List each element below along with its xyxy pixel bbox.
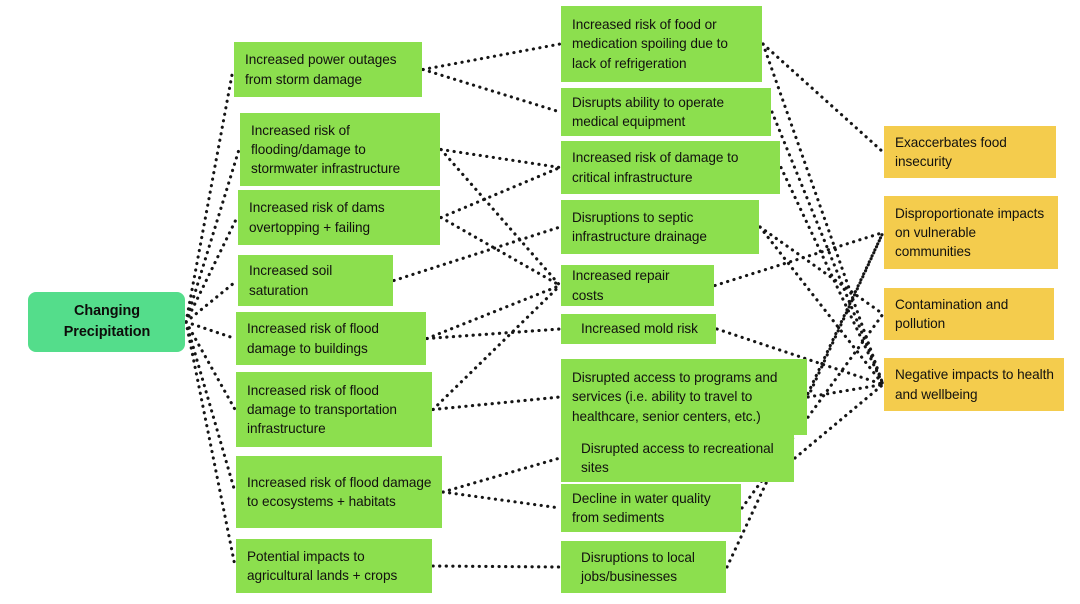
- node-label: Increased risk of damage to critical inf…: [572, 150, 739, 185]
- edge-c1n2-to-c2n3: [439, 147, 562, 170]
- edge-root-to-c1n6: [184, 320, 237, 412]
- edge-c1n5-to-c2n6: [425, 327, 562, 341]
- node-label: Disruptions to local jobs/businesses: [581, 549, 695, 584]
- node-c2-disrupted-access-to-recreational-sites[interactable]: Disrupted access to recreational sites: [561, 434, 794, 482]
- edge-root-to-c1n4: [184, 278, 239, 324]
- node-label: Decline in water quality from sediments: [572, 490, 711, 525]
- edge-root-to-c1n3: [184, 215, 239, 324]
- node-label: Increased risk of flooding/damage to sto…: [251, 122, 401, 177]
- node-c3-negative-impacts-to-health-and-wellbeing[interactable]: Negative impacts to health and wellbeing: [884, 358, 1064, 411]
- node-c1-increased-risk-of-flood-damage-to-transportation-inf[interactable]: Increased risk of flood damage to transp…: [236, 372, 432, 447]
- edge-c1n7-to-c2n8: [441, 456, 562, 494]
- root-label-line-2: Precipitation: [63, 324, 151, 340]
- node-label: Increased soil saturation: [249, 263, 333, 298]
- node-label: Increased risk of flood damage to ecosys…: [247, 474, 432, 509]
- edge-c2n2-to-c3n4: [770, 110, 885, 387]
- node-c2-increased-mold-risk[interactable]: Increased mold risk: [561, 314, 716, 344]
- node-c3-contamination-and-pollution[interactable]: Contamination and pollution: [884, 288, 1054, 340]
- edge-c2n4-to-c3n3: [758, 225, 885, 316]
- edge-c1n1-to-c2n2: [421, 67, 562, 114]
- edge-c2n1-to-c3n1: [761, 42, 885, 154]
- node-label: Increased mold risk: [581, 321, 698, 337]
- node-c2-disrupts-ability-to-operate-medical-equipment[interactable]: Disrupts ability to operate medical equi…: [561, 88, 771, 136]
- edge-root-to-c1n2: [184, 147, 241, 324]
- node-c1-increased-risk-of-flood-damage-to-buildings[interactable]: Increased risk of flood damage to buildi…: [236, 312, 426, 365]
- node-label: Exaccerbates food insecurity: [895, 134, 1007, 169]
- node-c1-increased-soil-saturation[interactable]: Increased soil saturation: [238, 255, 393, 306]
- node-c2-disrupted-access-to-programs-and-services-i-e-abilit[interactable]: Disrupted access to programs and service…: [561, 359, 807, 435]
- node-label: Increased risk of dams overtopping + fai…: [249, 200, 385, 235]
- edge-c1n5-to-c2n5: [425, 283, 562, 341]
- edge-root-to-c1n7: [184, 320, 237, 494]
- node-c3-disproportionate-impacts-on-vulnerable-communities[interactable]: Disproportionate impacts on vulnerable c…: [884, 196, 1058, 269]
- edge-root-to-c1n1: [184, 67, 235, 324]
- edge-c1n7-to-c2n9: [441, 490, 562, 510]
- node-c1-increased-risk-of-dams-overtopping-failing[interactable]: Increased risk of dams overtopping + fai…: [238, 190, 440, 245]
- edge-c2n1-to-c3n4: [761, 42, 885, 387]
- node-label: Disrupted access to programs and service…: [572, 370, 778, 424]
- node-c1-potential-impacts-to-agricultural-lands-crops[interactable]: Potential impacts to agricultural lands …: [236, 539, 432, 593]
- node-c2-disruptions-to-local-jobs-businesses[interactable]: Disruptions to local jobs/businesses: [561, 541, 726, 593]
- node-label: Negative impacts to health and wellbeing: [895, 367, 1054, 402]
- node-c2-increased-repair-costs[interactable]: Increased repair costs: [561, 265, 714, 306]
- edge-c2n7-to-c3n4: [806, 382, 885, 399]
- node-label: Increased power outages from storm damag…: [245, 52, 397, 87]
- node-label: Increased repair costs: [572, 268, 670, 303]
- edge-c1n6-to-c2n7: [431, 395, 562, 412]
- node-label: Increased risk of flood damage to buildi…: [247, 321, 379, 356]
- node-label: Disrupted access to recreational sites: [581, 440, 774, 475]
- node-label: Increased risk of flood damage to transp…: [247, 382, 397, 437]
- node-c1-increased-risk-of-flooding-damage-to-stormwater-infr[interactable]: Increased risk of flooding/damage to sto…: [240, 113, 440, 186]
- edge-c1n1-to-c2n1: [421, 42, 562, 72]
- node-label: Disproportionate impacts on vulnerable c…: [895, 205, 1045, 260]
- node-c2-disruptions-to-septic-infrastructure-drainage[interactable]: Disruptions to septic infrastructure dra…: [561, 200, 759, 254]
- edge-root-to-c1n5: [184, 320, 237, 341]
- edge-c1n6-to-c2n5: [431, 283, 562, 412]
- node-c3-exaccerbates-food-insecurity[interactable]: Exaccerbates food insecurity: [884, 126, 1056, 178]
- node-label: Disruptions to septic infrastructure dra…: [572, 209, 707, 244]
- edge-c1n2-to-c2n5: [439, 147, 562, 288]
- edge-root-to-c1n8: [184, 320, 237, 568]
- edge-c2n3-to-c3n4: [779, 165, 885, 387]
- node-label: Increased risk of food or medication spo…: [572, 17, 728, 71]
- node-c2-increased-risk-of-food-or-medication-spoiling-due-to[interactable]: Increased risk of food or medication spo…: [561, 6, 762, 82]
- node-c2-decline-in-water-quality-from-sediments[interactable]: Decline in water quality from sediments: [561, 484, 741, 532]
- root-label-line-1: Changing: [74, 303, 140, 320]
- edge-c2n8-to-c3n4: [793, 382, 885, 460]
- edge-c1n8-to-c2n10: [431, 564, 562, 569]
- edge-c2n7-to-c3n2: [806, 230, 885, 399]
- node-label: Contamination and pollution: [895, 296, 1009, 331]
- node-c1-increased-power-outages-from-storm-damage[interactable]: Increased power outages from storm damag…: [234, 42, 422, 97]
- node-c1-increased-risk-of-flood-damage-to-ecosystems-habitat[interactable]: Increased risk of flood damage to ecosys…: [236, 456, 442, 528]
- node-c2-increased-risk-of-damage-to-critical-infrastructure[interactable]: Increased risk of damage to critical inf…: [561, 141, 780, 194]
- node-label: Disrupts ability to operate medical equi…: [572, 94, 725, 129]
- node-label: Potential impacts to agricultural lands …: [247, 548, 398, 583]
- edge-c1n3-to-c2n5: [439, 215, 562, 288]
- edge-c1n3-to-c2n3: [439, 165, 562, 220]
